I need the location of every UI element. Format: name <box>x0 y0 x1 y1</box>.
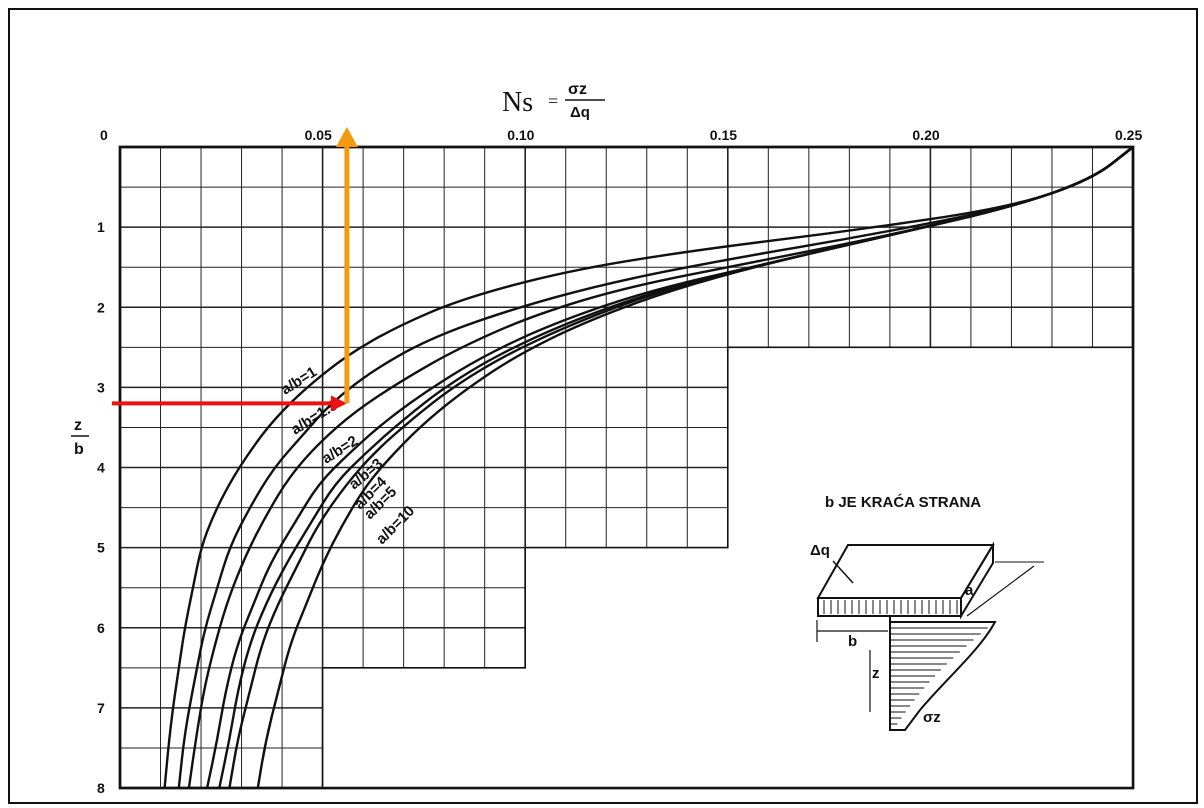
title-main: Ns <box>502 87 533 118</box>
x-tick-label: 0.05 <box>305 127 332 143</box>
x-tick-label: 0 <box>100 127 108 143</box>
curve-a-b-10 <box>256 146 1134 789</box>
inset-b-label: b <box>848 633 857 650</box>
stress-hatch <box>890 627 988 725</box>
y-tick-label: 4 <box>97 460 105 476</box>
blank-panel <box>322 347 1134 788</box>
inset-z-label: z <box>872 665 880 682</box>
title-eq: = <box>548 91 558 111</box>
annotation-arrows <box>111 126 358 412</box>
inset-load-label: Δq <box>810 542 830 559</box>
inset-caption: b JE KRAĆA STRANA <box>825 493 981 511</box>
x-tick-label: 0.20 <box>912 127 939 143</box>
red-arrow-head <box>330 395 347 412</box>
y-tick-label: 8 <box>97 780 105 796</box>
chart-title: Ns = σz Δq <box>502 81 605 121</box>
plot-border-top <box>118 145 1135 790</box>
curves <box>163 146 1134 789</box>
title-numerator: σz <box>568 81 587 98</box>
a-dimension-line <box>966 565 1035 617</box>
ylabel-denominator: b <box>74 441 84 458</box>
x-tick-label: 0.25 <box>1115 127 1142 143</box>
curve-label: a/b=1 <box>278 363 320 398</box>
curve-a-b-1 <box>163 146 1134 789</box>
blank-panel-edge <box>321 346 1133 788</box>
y-tick-label: 3 <box>97 379 105 395</box>
y-tick-label: 6 <box>97 620 105 636</box>
y-tick-label: 1 <box>97 219 105 235</box>
ylabel-numerator: z <box>74 417 82 434</box>
y-tick-label: 2 <box>97 299 105 315</box>
grid <box>118 145 1135 790</box>
y-axis-label: z b <box>71 417 89 458</box>
x-tick-label: 0.15 <box>710 127 737 143</box>
y-tick-label: 7 <box>97 700 105 716</box>
load-leader <box>832 560 854 584</box>
inset-sketch: b JE KRAĆA STRANA Δq a b z σz <box>810 493 1044 731</box>
stress-diagram <box>889 621 997 731</box>
x-tick-label: 0.10 <box>507 127 534 143</box>
curve-a-b-1-5 <box>177 146 1134 789</box>
y-tick-label: 5 <box>97 540 105 556</box>
slab-load-hatch <box>823 600 958 614</box>
title-denominator: Δq <box>570 104 590 121</box>
orange-arrow-head <box>335 126 358 147</box>
inset-a-label: a <box>965 582 974 599</box>
inset-stress-label: σz <box>923 709 941 726</box>
tick-labels: 0 0.05 0.10 0.15 0.20 0.25 1 2 3 4 5 6 7 8 <box>97 127 1142 796</box>
